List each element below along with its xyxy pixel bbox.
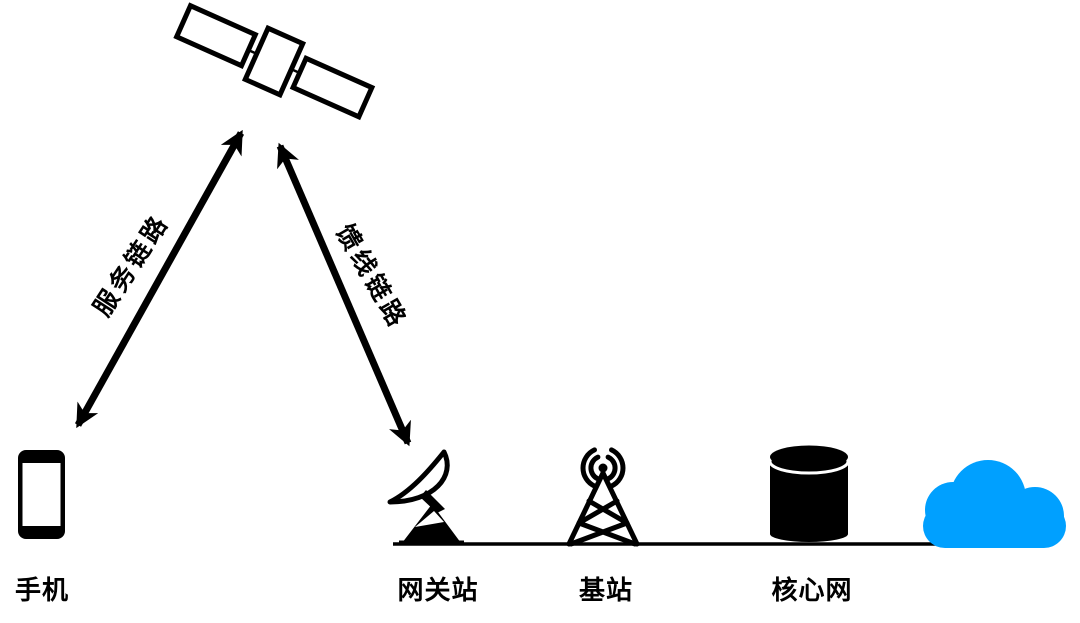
satellite-solar-panel-left — [173, 2, 259, 69]
satellite-icon — [173, 2, 376, 121]
phone-icon — [18, 450, 65, 539]
cloud-icon — [923, 460, 1066, 548]
base-station-label: 基站 — [578, 575, 634, 605]
gateway-mount — [420, 490, 445, 513]
core-network-label: 核心网 — [771, 575, 853, 605]
radio-wave-right-inner — [605, 454, 618, 482]
satellite-body — [241, 24, 307, 99]
tower-legs — [566, 470, 640, 547]
radio-wave-right-outer — [609, 447, 626, 489]
gateway-station-label: 网关站 — [397, 575, 479, 605]
gateway-dish — [387, 449, 450, 505]
feeder-link-arrow — [276, 142, 412, 447]
radio-wave-left-inner — [588, 454, 601, 482]
phone-screen — [22, 463, 61, 526]
cylinder-lid — [770, 445, 848, 469]
tower-braces — [568, 498, 638, 547]
antenna-dot — [598, 463, 608, 473]
gateway-tower — [402, 504, 461, 543]
phone-label: 手机 — [14, 575, 70, 605]
base-station-icon — [566, 447, 640, 547]
satellite-solar-panel-right — [289, 54, 376, 121]
core-network-cylinder-icon — [768, 445, 850, 542]
service-link-arrow — [74, 129, 245, 429]
radio-wave-left-outer — [580, 447, 597, 489]
gateway-antenna-icon — [387, 449, 464, 546]
cylinder-body — [770, 457, 848, 542]
